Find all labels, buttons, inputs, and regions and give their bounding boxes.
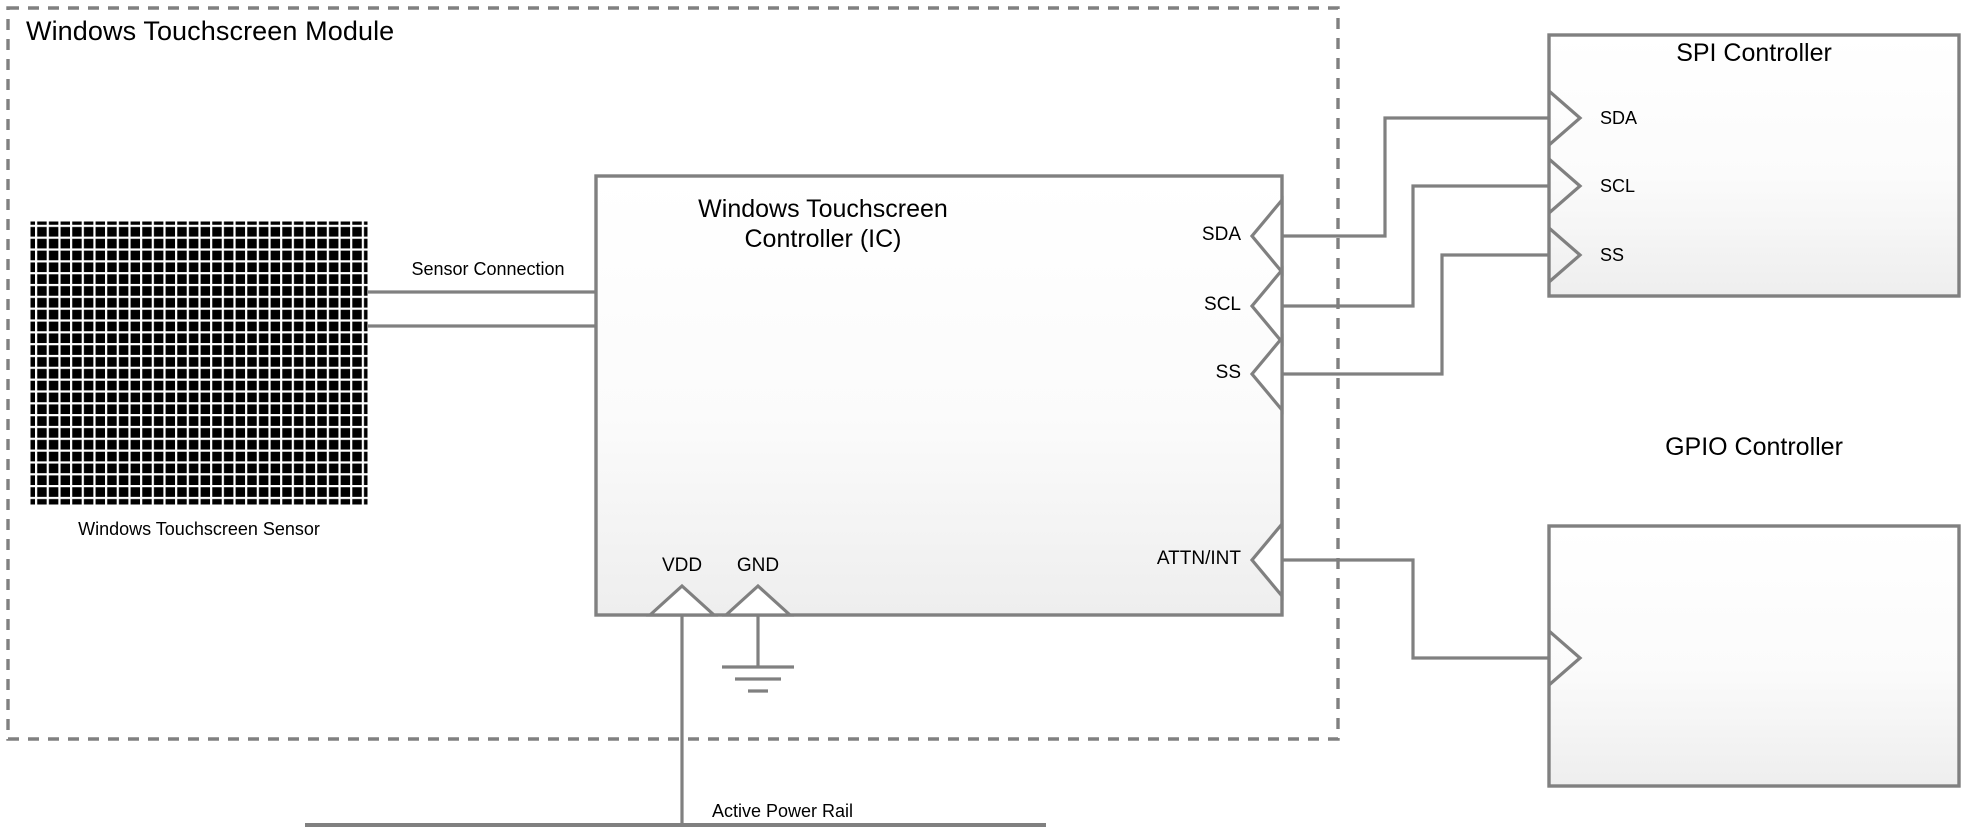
touchscreen-sensor [29,220,369,506]
spi-port-label-sda: SDA [1600,108,1638,128]
ic-title: Windows Touchscreen Controller (IC) [698,195,948,254]
spi-port-ss-connector [1547,226,1583,284]
ic-title-line1: Windows Touchscreen [698,195,948,223]
gpio-port-connector [1547,629,1583,687]
gpio-controller-port-connectors [1547,629,1583,687]
module-boundary [6,6,1340,741]
sensor-connection-wires [368,290,596,328]
gpio-controller-shape [1547,524,1961,788]
wire-ss [1282,253,1549,376]
wire-attn-int [1282,558,1549,660]
active-power-rail-label: Active Power Rail [712,801,854,821]
gpio-controller-title: GPIO Controller [1665,433,1843,461]
wire-sda [1282,116,1549,238]
spi-port-label-ss: SS [1600,245,1625,265]
ic-port-label-attn-int: ATTN/INT [1156,548,1241,569]
ground-symbol [722,615,794,693]
ic-port-label-sda: SDA [1201,224,1241,245]
spi-controller-title: SPI Controller [1676,39,1832,67]
sensor-connection-label: Sensor Connection [411,259,565,279]
spi-port-scl-connector [1547,157,1583,215]
ic-port-label-ss: SS [1215,362,1241,383]
ic-title-line2: Controller (IC) [744,224,902,253]
spi-controller-port-connectors [1547,89,1583,284]
ic-port-label-vdd: VDD [661,555,703,576]
wire-scl [1282,184,1549,308]
spi-port-label-scl: SCL [1600,176,1636,196]
spi-port-sda-connector [1547,89,1583,147]
sensor-caption: Windows Touchscreen Sensor [78,519,320,539]
spi-controller-shape [1547,33,1961,298]
ic-port-label-scl: SCL [1204,294,1241,315]
module-title: Windows Touchscreen Module [26,16,395,46]
touchscreen-controller-ic-shape [594,174,1284,617]
ic-port-label-gnd: GND [736,555,780,576]
